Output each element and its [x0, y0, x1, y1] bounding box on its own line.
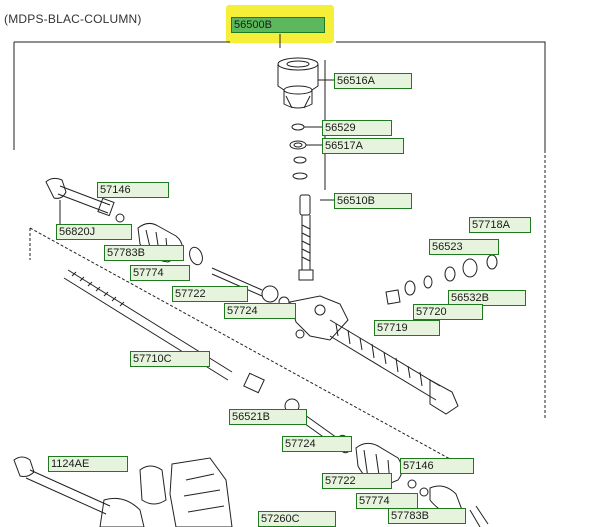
part-label-56523[interactable]: 56523	[429, 239, 499, 255]
part-label-56820j[interactable]: 56820J	[56, 224, 132, 240]
part-label-57774[interactable]: 57774	[130, 265, 190, 281]
part-label-56529[interactable]: 56529	[322, 120, 392, 136]
part-label-57724[interactable]: 57724	[224, 303, 296, 319]
part-label-57710c[interactable]: 57710C	[130, 351, 210, 367]
part-label-56521b[interactable]: 56521B	[229, 409, 307, 425]
part-label-56517a[interactable]: 56517A	[322, 138, 404, 154]
part-label-57260c[interactable]: 57260C	[258, 511, 336, 527]
part-label-56532b[interactable]: 56532B	[448, 290, 526, 306]
part-label-57783b[interactable]: 57783B	[104, 245, 184, 261]
part-label-57146-lower[interactable]: 57146	[400, 458, 474, 474]
part-label-56510b[interactable]: 56510B	[334, 193, 412, 209]
part-label-57719[interactable]: 57719	[374, 320, 440, 336]
part-label-57722-lower[interactable]: 57722	[322, 473, 392, 489]
diagram-title: (MDPS-BLAC-COLUMN)	[4, 12, 142, 26]
part-label-57724-lower[interactable]: 57724	[282, 436, 352, 452]
part-label-57146[interactable]: 57146	[97, 182, 169, 198]
part-label-56500b[interactable]: 56500B	[231, 17, 325, 33]
part-label-57718a[interactable]: 57718A	[469, 217, 531, 233]
part-label-57722[interactable]: 57722	[172, 286, 248, 302]
part-label-1124ae[interactable]: 1124AE	[48, 456, 128, 472]
part-label-57774-lower[interactable]: 57774	[356, 493, 418, 509]
part-label-56516a[interactable]: 56516A	[334, 73, 412, 89]
part-label-57720[interactable]: 57720	[413, 304, 483, 320]
part-label-57783b-lower[interactable]: 57783B	[388, 508, 466, 524]
